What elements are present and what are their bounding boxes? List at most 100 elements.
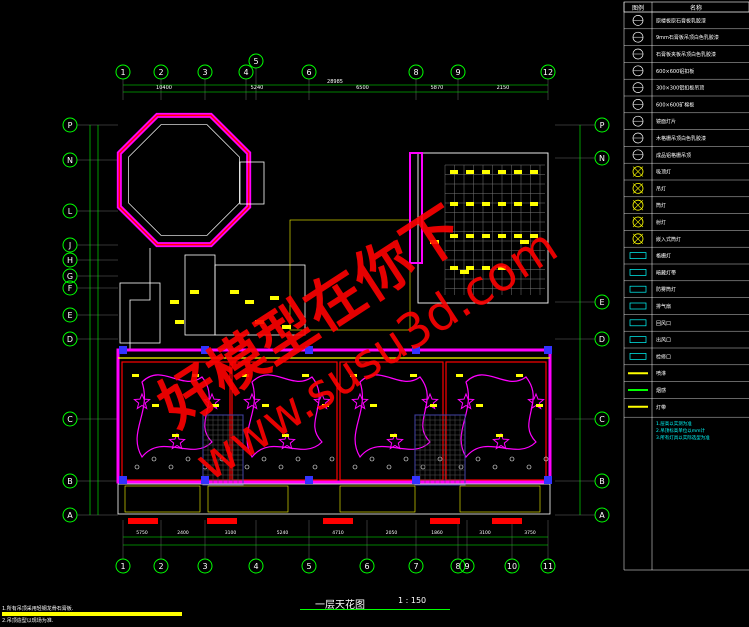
classroom-ceiling bbox=[339, 361, 444, 481]
grid-light bbox=[450, 202, 458, 206]
dimension-text-overall: 28985 bbox=[327, 79, 343, 85]
axis-label-left: P bbox=[68, 121, 73, 130]
structural-column bbox=[412, 476, 420, 484]
corridor-wall bbox=[129, 248, 151, 350]
recessed-spot bbox=[369, 456, 375, 462]
legend-item-label: 9mm石膏板吊顶白色乳胶漆 bbox=[656, 34, 719, 41]
legend-item-label: 600×600铝扣板 bbox=[656, 68, 694, 75]
legend-item-label: 烟感 bbox=[656, 387, 666, 394]
structural-column bbox=[201, 476, 209, 484]
down-light bbox=[212, 404, 219, 407]
recessed-spot bbox=[526, 464, 532, 470]
legend-symbol-cross bbox=[632, 183, 644, 194]
down-light bbox=[476, 404, 483, 407]
legend-symbol-cross bbox=[632, 199, 644, 211]
grid-light bbox=[466, 170, 474, 174]
dimension-text-bottom: 1860 bbox=[431, 530, 443, 536]
down-light bbox=[430, 404, 437, 407]
recessed-spot bbox=[420, 464, 426, 470]
classroom-ceiling-decor bbox=[132, 374, 225, 470]
legend-item-label: 吸顶灯 bbox=[656, 169, 671, 176]
recessed-spot bbox=[492, 464, 498, 470]
title-underline bbox=[300, 609, 450, 610]
axis-label-left: L bbox=[68, 207, 73, 216]
toilet-ceiling-grid bbox=[414, 414, 466, 486]
axis-label-top: 4 bbox=[243, 68, 248, 77]
axis-label-bottom: 9 bbox=[464, 562, 469, 571]
down-light bbox=[410, 374, 417, 377]
structural-column bbox=[119, 346, 127, 354]
axis-label-left: C bbox=[67, 415, 73, 424]
grid-light bbox=[482, 202, 490, 206]
dimension-text-top: 10400 bbox=[156, 85, 172, 91]
legend-note: 1.层高以实测为准 bbox=[656, 420, 692, 427]
grid-light bbox=[498, 234, 506, 238]
grid-light bbox=[514, 170, 522, 174]
axis-label-bottom: 8 bbox=[455, 562, 460, 571]
legend-item-label: 射灯 bbox=[656, 219, 666, 226]
grid-light bbox=[466, 266, 474, 270]
legend-item-label: 600×600矿棉板 bbox=[656, 101, 694, 108]
curved-ceiling-band bbox=[460, 374, 537, 459]
legend-symbol-lamp bbox=[632, 199, 644, 211]
legend-header-name: 名称 bbox=[690, 4, 702, 12]
grid-light bbox=[466, 202, 474, 206]
legend-note: 2.吊顶标高单位以mm计 bbox=[656, 427, 706, 434]
recessed-spot bbox=[352, 464, 358, 470]
axis-label-bottom: 10 bbox=[507, 562, 517, 571]
legend-symbol-rect bbox=[629, 336, 647, 343]
recessed-spot bbox=[151, 456, 157, 462]
structural-column bbox=[305, 476, 313, 484]
recessed-spot bbox=[312, 464, 318, 470]
ceiling-lamp bbox=[230, 290, 239, 294]
ceiling-lamp bbox=[175, 320, 184, 324]
axis-label-left: D bbox=[67, 335, 73, 344]
axis-label-bottom: 11 bbox=[543, 562, 553, 571]
footnote-1: 1.所有吊顶采用轻钢龙骨石膏板. bbox=[2, 606, 74, 612]
star-ceiling-light bbox=[168, 432, 186, 450]
axis-label-top: 8 bbox=[413, 68, 418, 77]
dimension-text-bottom: 3750 bbox=[524, 530, 536, 536]
down-light bbox=[132, 374, 139, 377]
legend-item-label: 石膏板夹板吊顶白色乳胶漆 bbox=[656, 51, 716, 58]
recessed-spot bbox=[244, 464, 250, 470]
down-light bbox=[350, 374, 357, 377]
recessed-spot bbox=[185, 456, 191, 462]
down-light bbox=[456, 374, 463, 377]
axis-label-right: D bbox=[599, 335, 605, 344]
grid-light bbox=[530, 170, 538, 174]
recessed-spot bbox=[475, 456, 481, 462]
curved-ceiling-band bbox=[136, 374, 213, 459]
legend-item-label: 300×300铝扣板吊顶 bbox=[656, 85, 704, 92]
dimension-text-top: 5240 bbox=[251, 85, 264, 91]
legend-item-label: 防雾筒灯 bbox=[656, 286, 676, 293]
middle-room-outline bbox=[289, 219, 411, 331]
legend-symbol-cross bbox=[632, 216, 644, 228]
footnote-2: 2.吊顶造型以现场为准. bbox=[2, 618, 54, 624]
ceiling-lamp bbox=[282, 325, 291, 329]
down-light bbox=[496, 434, 503, 437]
structural-column bbox=[544, 346, 552, 354]
front-corridor bbox=[117, 483, 551, 515]
dimension-text-top: 6500 bbox=[356, 85, 369, 91]
legend-symbol-lamp bbox=[632, 233, 644, 245]
axis-label-right: P bbox=[600, 121, 605, 130]
ceiling-lamp bbox=[520, 240, 529, 244]
legend-item-label: 格栅灯 bbox=[656, 253, 671, 260]
axis-label-left: J bbox=[68, 241, 71, 250]
octagon-annex bbox=[239, 161, 265, 205]
dimension-text-top: 5870 bbox=[431, 85, 444, 91]
dimension-text-bottom: 4710 bbox=[332, 530, 344, 536]
axis-label-right: B bbox=[599, 477, 605, 486]
drawing-title: 一层天花图 bbox=[315, 600, 365, 611]
axis-label-left: N bbox=[67, 156, 73, 165]
legend-item-label: 木格栅吊顶白色乳胶漆 bbox=[656, 135, 706, 142]
dimension-text-bottom: 5750 bbox=[136, 530, 148, 536]
down-light bbox=[302, 374, 309, 377]
axis-label-bottom: 5 bbox=[306, 562, 311, 571]
recessed-spot bbox=[509, 456, 515, 462]
grid-light bbox=[450, 266, 458, 270]
legend-item-label: 嵌入式筒灯 bbox=[656, 236, 681, 243]
planter-strip bbox=[492, 518, 522, 524]
ceiling-lamp bbox=[245, 300, 254, 304]
